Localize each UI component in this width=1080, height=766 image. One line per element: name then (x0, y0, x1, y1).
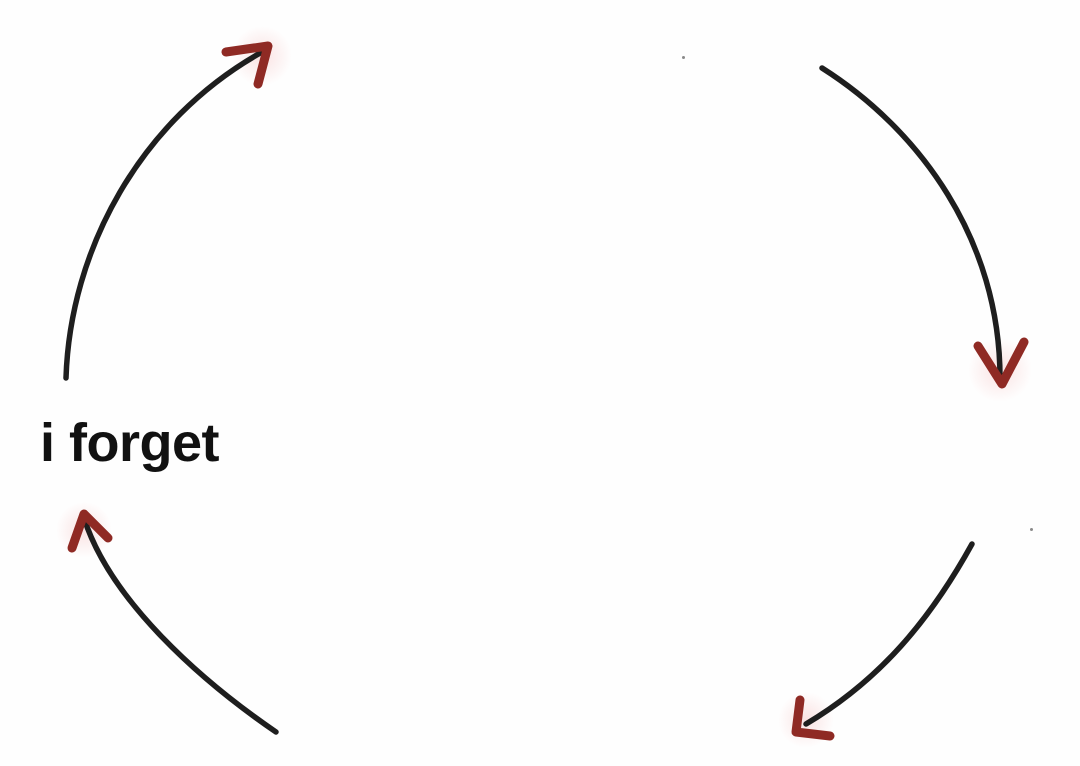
arc-top-right (819, 65, 1003, 381)
arrowhead-top-right (973, 337, 1029, 389)
speck-dot (1030, 528, 1033, 531)
arrowhead-top-left (221, 41, 273, 89)
arrow-bottom-right (778, 541, 975, 748)
speck-dot (682, 56, 685, 59)
arrow-top-left (63, 26, 292, 381)
label-i-forget: i forget (40, 413, 220, 473)
arrowhead-bottom-right (791, 695, 835, 741)
arrow-bottom-left (56, 502, 279, 735)
arc-top-left (63, 49, 265, 381)
arc-bottom-right (803, 541, 975, 727)
arrow-top-right (819, 65, 1032, 402)
arc-bottom-left (81, 515, 279, 735)
arrowhead-bottom-left (67, 509, 113, 553)
